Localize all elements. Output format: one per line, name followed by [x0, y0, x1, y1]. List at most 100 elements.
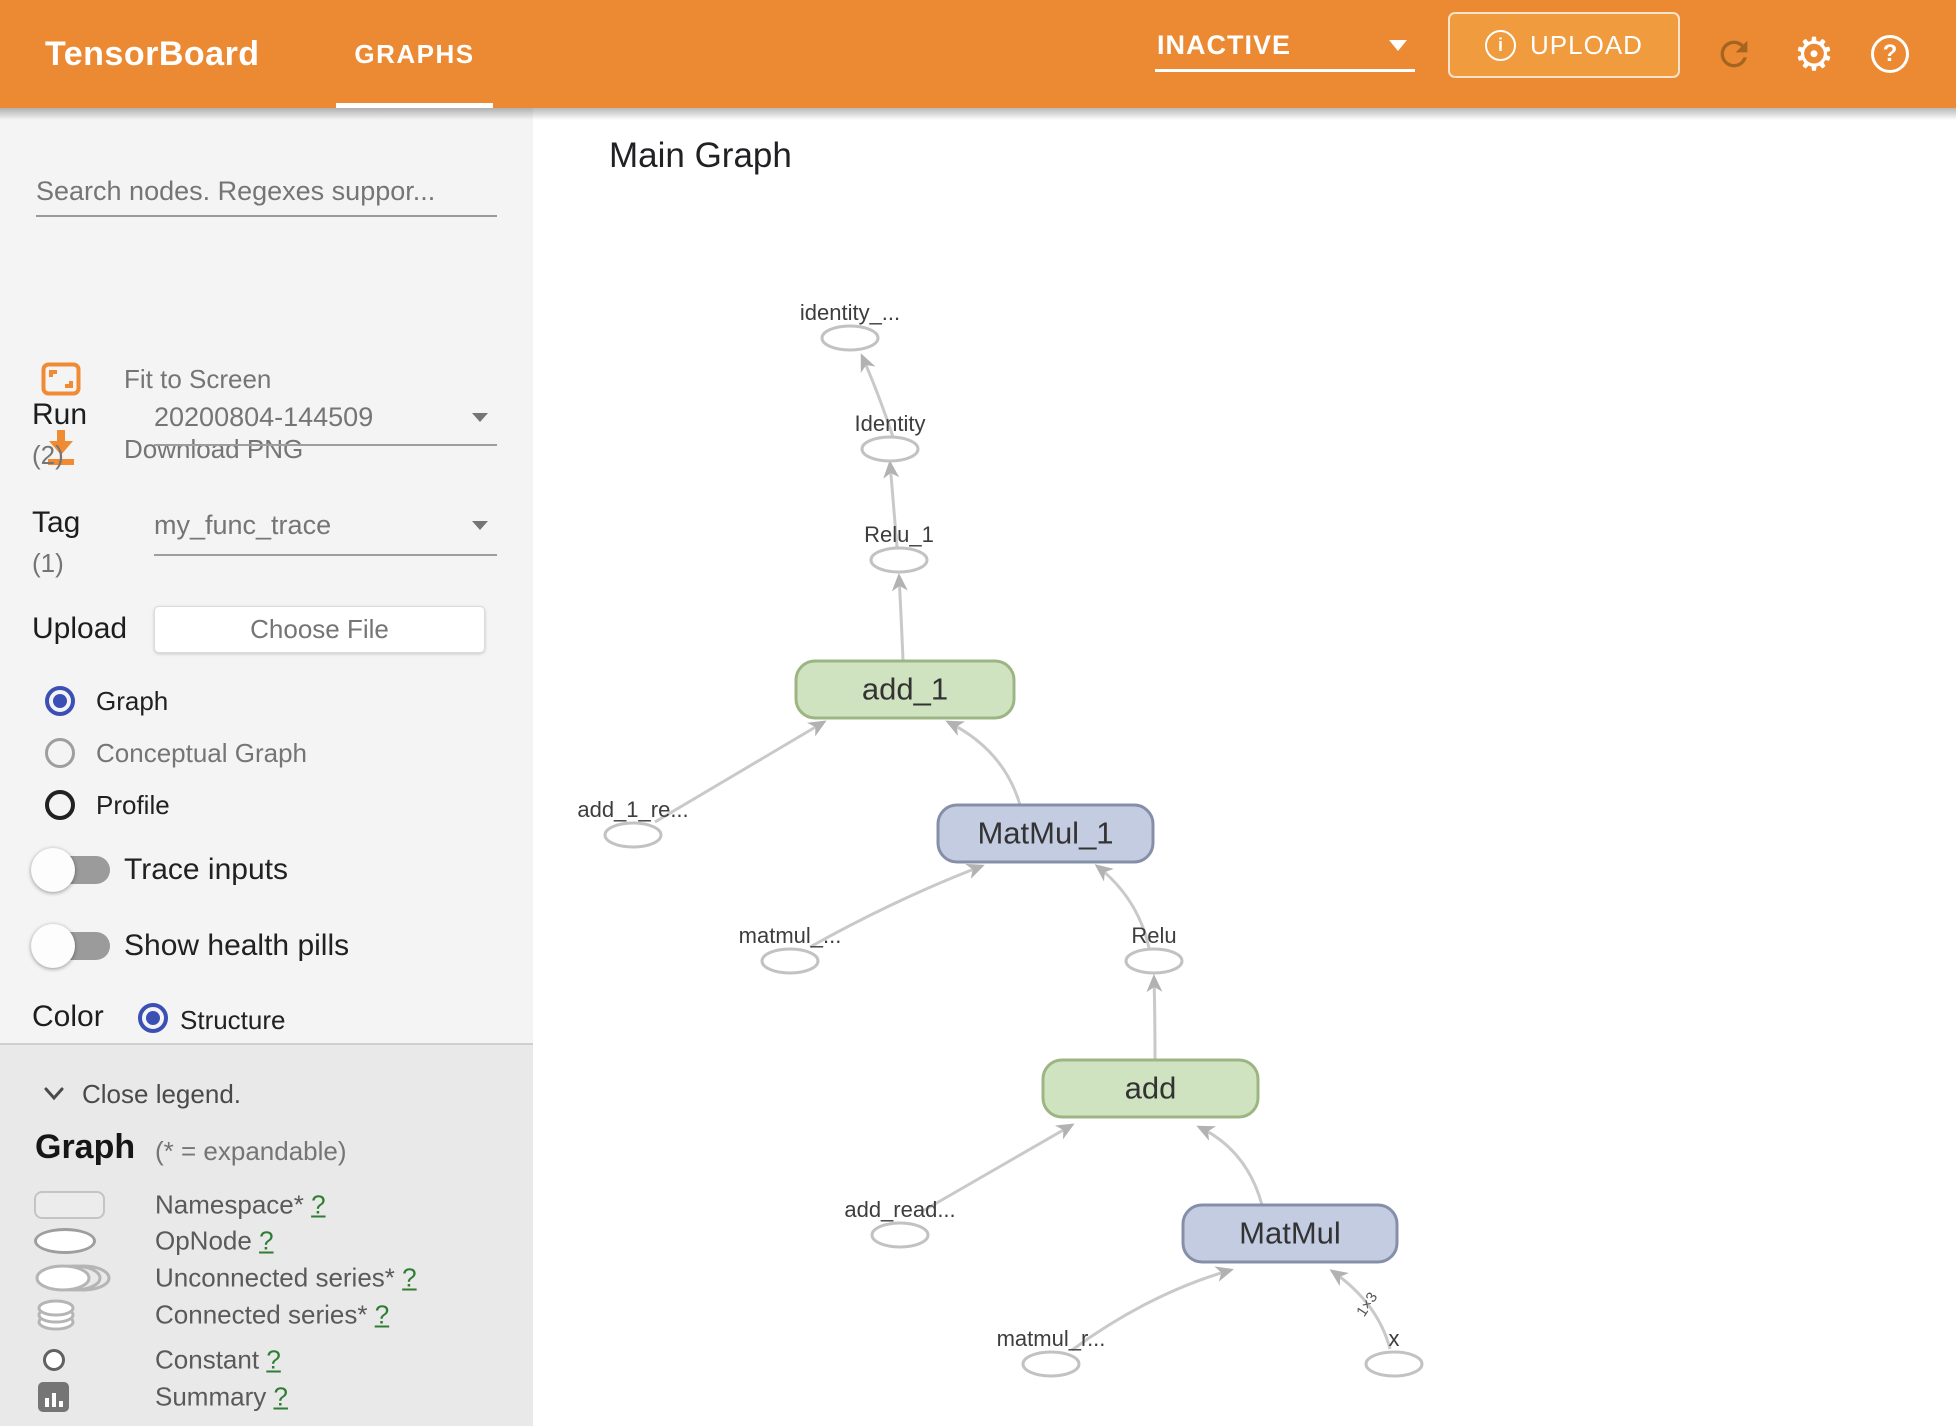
function-node-label: MatMul — [1239, 1216, 1341, 1251]
radio-unselected-icon — [45, 790, 75, 820]
tag-label: Tag — [32, 506, 81, 539]
trace-inputs-toggle[interactable]: Trace inputs — [0, 843, 533, 897]
legend-label: Constant — [155, 1344, 260, 1375]
close-legend-label: Close legend. — [82, 1078, 241, 1109]
opnode-label: matmul_r... — [997, 1326, 1106, 1351]
opnode-Relu_1[interactable]: Relu_1 — [864, 522, 934, 574]
page-title: Main Graph — [609, 136, 792, 175]
opnode-ellipse[interactable] — [603, 821, 663, 849]
opnode-label: matmul_... — [739, 923, 842, 948]
edge-MatMul_1-to-add_1 — [945, 720, 1022, 806]
edge-MatMul-to-add — [1196, 1125, 1264, 1206]
opnode-ellipse[interactable] — [860, 435, 920, 463]
edge-Relu_1-to-Identity — [883, 460, 900, 548]
help-link[interactable]: ? — [273, 1381, 288, 1412]
upload-button[interactable]: i UPLOAD — [1448, 12, 1680, 78]
opnode-x[interactable]: x — [1364, 1326, 1424, 1378]
help-link[interactable]: ? — [374, 1299, 390, 1330]
opnode-ellipse[interactable] — [1124, 947, 1184, 975]
edge-matmul_r-to-MatMul — [1071, 1266, 1234, 1352]
sidebar: Fit to Screen Download PNG Run (2) 20200… — [0, 108, 533, 1426]
legend-label: Namespace* — [155, 1189, 304, 1220]
chevron-down-icon — [44, 1087, 64, 1101]
connected-series-icon — [37, 1299, 75, 1331]
download-icon — [48, 430, 74, 465]
help-link[interactable]: ? — [402, 1262, 417, 1293]
color-structure-label: Structure — [180, 1005, 286, 1035]
chevron-down-icon — [1389, 40, 1407, 51]
function-node-rect[interactable] — [1181, 1203, 1399, 1264]
tab-graphs[interactable]: GRAPHS — [336, 0, 493, 108]
opnode-ellipse[interactable] — [870, 1221, 930, 1249]
opnode-add_1_re[interactable]: add_1_re... — [577, 797, 689, 849]
help-link[interactable]: ? — [311, 1189, 326, 1220]
close-legend-button[interactable]: Close legend. — [0, 1070, 533, 1118]
function-node-rect[interactable] — [936, 803, 1155, 864]
upload-label: Upload — [32, 612, 128, 645]
opnode-Relu[interactable]: Relu — [1124, 923, 1184, 975]
function-node-add_1[interactable]: add_1 — [794, 659, 1016, 720]
radio-conceptual-graph[interactable]: Conceptual Graph — [0, 731, 533, 775]
legend-label: Summary — [155, 1381, 267, 1412]
toggle-knob — [31, 924, 75, 968]
legend-item-connected-series: Connected series* ? — [0, 1295, 533, 1335]
function-node-add[interactable]: add — [1041, 1058, 1260, 1119]
opnode-identity_out[interactable]: identity_... — [800, 300, 900, 352]
opnode-label: identity_... — [800, 300, 900, 325]
help-link[interactable]: ? — [266, 1344, 281, 1375]
radio-profile-label: Profile — [96, 789, 170, 820]
run-select[interactable]: 20200804-144509 — [154, 402, 374, 432]
opnode-label: x — [1389, 1326, 1400, 1351]
opnode-add_read[interactable]: add_read... — [844, 1197, 956, 1249]
chevron-down-icon[interactable] — [472, 413, 488, 422]
legend-item-unconnected-series: Unconnected series* ? — [0, 1258, 533, 1298]
settings-button[interactable]: ⚙ — [1790, 0, 1838, 108]
opnode-label: Relu — [1131, 923, 1176, 948]
legend-item-constant: Constant ? — [0, 1340, 533, 1380]
function-node-rect[interactable] — [1041, 1058, 1260, 1119]
run-state-select[interactable]: INACTIVE — [1155, 0, 1417, 108]
opnode-ellipse[interactable] — [1364, 1350, 1424, 1378]
refresh-button[interactable] — [1712, 0, 1756, 108]
tag-count: (1) — [32, 548, 64, 578]
legend-label: OpNode — [155, 1225, 252, 1256]
tab-graphs-label: GRAPHS — [354, 38, 475, 69]
radio-selected-icon[interactable] — [138, 1003, 168, 1033]
function-node-label: add_1 — [862, 672, 948, 707]
opnode-ellipse[interactable] — [820, 324, 880, 352]
namespace-icon — [34, 1191, 105, 1219]
show-health-pills-toggle[interactable]: Show health pills — [0, 919, 533, 973]
opnode-ellipse[interactable] — [869, 546, 929, 574]
trace-inputs-label: Trace inputs — [124, 853, 288, 886]
app-logo: TensorBoard — [45, 34, 260, 73]
function-node-rect[interactable] — [794, 659, 1016, 720]
opnode-matmul_[interactable]: matmul_... — [739, 923, 842, 975]
opnode-ellipse[interactable] — [760, 947, 820, 975]
function-node-label: MatMul_1 — [977, 816, 1113, 851]
radio-graph[interactable]: Graph — [0, 679, 533, 723]
choose-file-button[interactable]: Choose File — [154, 606, 485, 653]
help-button[interactable]: ? — [1866, 0, 1914, 108]
help-icon: ? — [1871, 35, 1909, 73]
tag-select[interactable]: my_func_trace — [154, 510, 332, 540]
radio-selected-icon — [45, 686, 75, 716]
run-count: (2) — [32, 440, 64, 470]
edge-add-to-Relu — [1146, 974, 1163, 1061]
function-node-MatMul_1[interactable]: MatMul_1 — [936, 803, 1155, 864]
legend-label: Unconnected series* — [155, 1262, 395, 1293]
legend-label: Connected series* — [155, 1299, 368, 1330]
search-input[interactable] — [36, 166, 497, 216]
opnode-ellipse[interactable] — [1021, 1350, 1081, 1378]
radio-profile[interactable]: Profile — [0, 783, 533, 827]
opnode-Identity[interactable]: Identity — [855, 411, 926, 463]
refresh-icon — [1720, 40, 1748, 68]
opnode-matmul_r[interactable]: matmul_r... — [997, 1326, 1106, 1378]
download-png-button[interactable]: Download PNG — [0, 426, 533, 472]
summary-icon — [38, 1382, 69, 1412]
run-label: Run — [32, 398, 88, 431]
function-node-MatMul[interactable]: MatMul — [1181, 1203, 1399, 1264]
help-link[interactable]: ? — [259, 1225, 274, 1256]
tab-active-underline — [336, 103, 493, 108]
fit-to-screen-button[interactable]: Fit to Screen — [0, 356, 533, 402]
chevron-down-icon[interactable] — [472, 521, 488, 530]
